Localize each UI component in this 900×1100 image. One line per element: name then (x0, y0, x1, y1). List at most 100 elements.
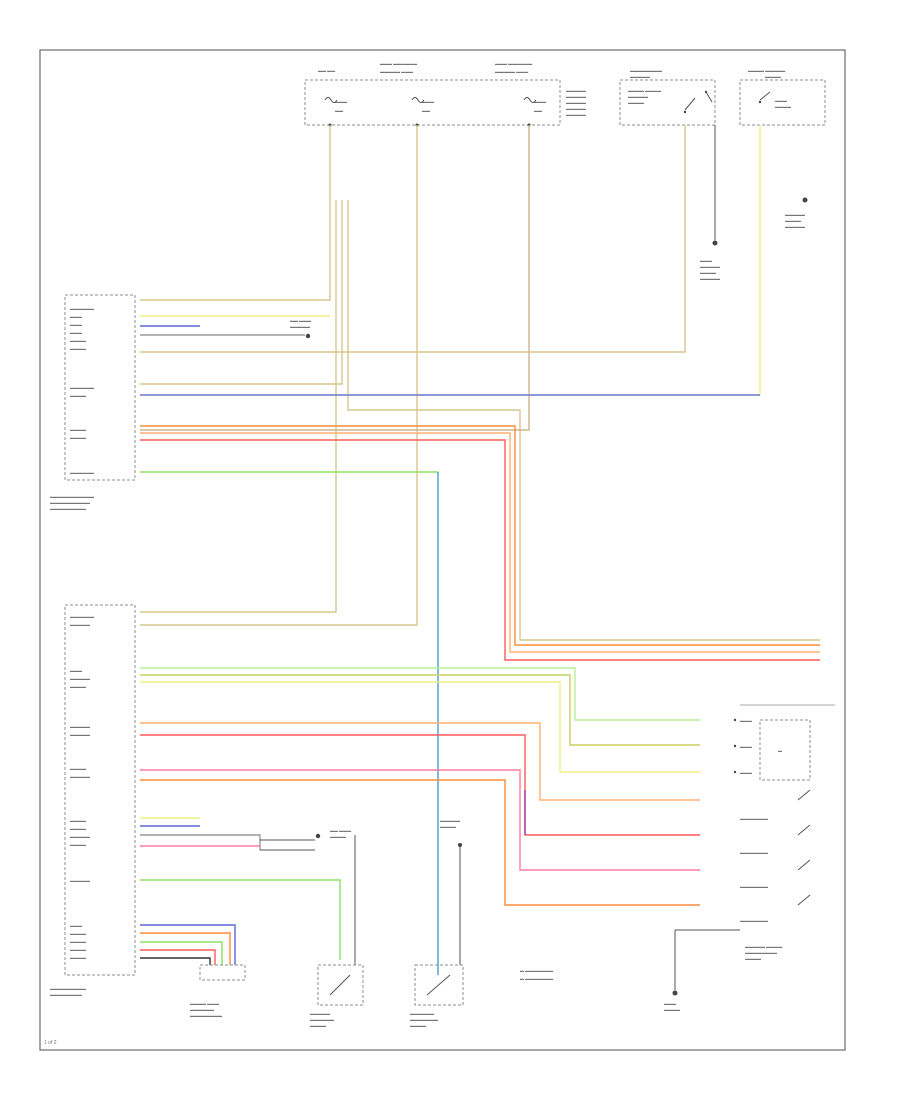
svg-text:▬▬ ▬▬▬: ▬▬ ▬▬▬ (330, 828, 351, 833)
svg-text:▬▬▬▬: ▬▬▬▬ (70, 766, 86, 771)
svg-text:▬▬▬▬ ▬▬▬▬: ▬▬▬▬ ▬▬▬▬ (628, 88, 661, 93)
svg-text:▬▬▬▬▬ ▬▬▬▬: ▬▬▬▬▬ ▬▬▬▬ (745, 944, 782, 949)
svg-text:▬▬▬: ▬▬▬ (70, 314, 82, 319)
svg-text:▬▬▬▬▬: ▬▬▬▬▬ (70, 676, 90, 681)
svg-text:▬▬▬: ▬▬▬ (422, 99, 434, 104)
svg-text:▬▬▬▬▬▬▬: ▬▬▬▬▬▬▬ (410, 1017, 438, 1022)
svg-text:▬▬▬▬▬: ▬▬▬▬▬ (630, 74, 650, 79)
svg-text:▬▬▬▬▬: ▬▬▬▬▬ (566, 112, 586, 117)
svg-text:▬▬▬▬: ▬▬▬▬ (745, 956, 761, 961)
switch-block-right: ▬ ▬▬▬ ▬▬▬ ▬▬▬ ▬▬▬▬▬▬▬ ▬▬▬▬▬▬▬ ▬▬▬▬▬▬▬ ▬▬… (733, 704, 835, 961)
svg-text:▬▬▬▬▬: ▬▬▬▬▬ (70, 724, 90, 729)
svg-text:▬▬▬▬▬▬▬: ▬▬▬▬▬▬▬ (740, 884, 768, 889)
svg-text:▬▬▬▬▬▬: ▬▬▬▬▬▬ (310, 1017, 334, 1022)
svg-text:▬▬▬▬: ▬▬▬▬ (70, 338, 86, 343)
svg-text:▬▬▬▬▬: ▬▬▬▬▬ (70, 834, 90, 839)
svg-text:▬▬▬▬▬: ▬▬▬▬▬ (70, 774, 90, 779)
svg-text:▬▬▬▬ ▬▬▬: ▬▬▬▬ ▬▬▬ (190, 1001, 219, 1006)
svg-text:▬▬▬▬▬: ▬▬▬▬▬ (566, 94, 586, 99)
svg-text:▬▬▬▬▬: ▬▬▬▬▬ (70, 878, 90, 883)
svg-text:▬▬▬▬▬: ▬▬▬▬▬ (440, 818, 460, 823)
svg-text:▬▬▬▬▬▬: ▬▬▬▬▬▬ (70, 470, 94, 475)
svg-text:▬▬▬▬▬▬: ▬▬▬▬▬▬ (410, 1011, 434, 1016)
svg-text:▬▬▬▬▬▬: ▬▬▬▬▬▬ (70, 614, 94, 619)
svg-text:▬▬▬▬: ▬▬▬▬ (70, 931, 86, 936)
svg-text:▬▬▬▬▬▬▬: ▬▬▬▬▬▬▬ (740, 816, 768, 821)
ground-symbol-2: ▬▬ ▬▬▬ ▬▬▬▬ (315, 828, 351, 839)
svg-text:▬▬▬▬: ▬▬▬▬ (440, 824, 456, 829)
svg-text:▬▬▬▬▬▬: ▬▬▬▬▬▬ (70, 306, 94, 311)
relay-box-top: ▬▬▬▬▬▬▬▬ ▬▬▬▬▬ ▬▬▬▬ ▬▬▬▬ ▬▬▬▬▬ ▬▬▬▬ ▬▬▬▬… (619, 68, 826, 126)
diagram-border (39, 49, 846, 1051)
svg-text:▬▬▬▬▬ ▬▬▬: ▬▬▬▬▬ ▬▬▬ (380, 69, 413, 74)
svg-text:▬▬▬▬▬: ▬▬▬▬▬ (700, 264, 720, 269)
wires (140, 125, 820, 990)
legend-notes: ▬ ▬▬▬▬▬▬▬ ▬ ▬▬▬▬▬▬▬ (520, 968, 553, 981)
svg-text:▬▬▬▬▬▬▬▬: ▬▬▬▬▬▬▬▬ (630, 68, 662, 73)
page-indicator: 1 of 2 (44, 1040, 57, 1046)
svg-text:▬▬▬▬: ▬▬▬▬ (775, 104, 791, 109)
svg-text:▬▬▬▬▬▬▬: ▬▬▬▬▬▬▬ (740, 918, 768, 923)
svg-text:▬▬▬▬: ▬▬▬▬ (664, 1007, 680, 1012)
svg-text:▬▬▬▬: ▬▬▬▬ (70, 939, 86, 944)
svg-text:▬▬▬▬▬▬: ▬▬▬▬▬▬ (190, 1007, 214, 1012)
svg-text:▬▬▬ ▬▬▬▬▬▬: ▬▬▬ ▬▬▬▬▬▬ (380, 61, 417, 66)
svg-text:▬▬▬▬: ▬▬▬▬ (70, 684, 86, 689)
svg-text:▬▬▬: ▬▬▬ (700, 258, 712, 263)
svg-text:▬▬▬▬: ▬▬▬▬ (70, 435, 86, 440)
svg-text:▬▬▬▬: ▬▬▬▬ (330, 834, 346, 839)
svg-text:▬▬▬: ▬▬▬ (70, 322, 82, 327)
svg-text:▬▬▬▬: ▬▬▬▬ (70, 947, 86, 952)
lower-connector: ▬▬▬▬ ▬▬▬ ▬▬▬▬▬▬ ▬▬▬▬▬▬▬▬ (190, 964, 246, 1018)
svg-text:▬▬▬▬▬▬: ▬▬▬▬▬▬ (70, 385, 94, 390)
svg-text:▬▬▬▬: ▬▬▬▬ (628, 100, 644, 105)
svg-text:▬▬▬: ▬▬▬ (335, 99, 347, 104)
svg-text:▬▬▬▬▬: ▬▬▬▬▬ (310, 1011, 330, 1016)
svg-text:▬▬▬▬▬▬▬▬▬▬▬: ▬▬▬▬▬▬▬▬▬▬▬ (50, 494, 94, 499)
ground-symbol-1: ▬▬ ▬▬▬ ▬▬▬▬▬ (290, 318, 311, 339)
svg-text:▬▬▬▬▬: ▬▬▬▬▬ (70, 622, 90, 627)
svg-text:▬▬▬▬▬▬▬▬: ▬▬▬▬▬▬▬▬ (190, 1013, 222, 1018)
svg-text:▬▬▬▬▬: ▬▬▬▬▬ (785, 224, 805, 229)
svg-text:▬▬▬: ▬▬▬ (740, 744, 752, 749)
svg-text:▬▬▬▬▬: ▬▬▬▬▬ (700, 276, 720, 281)
svg-text:▬▬▬: ▬▬▬ (740, 770, 752, 775)
svg-text:▬▬▬▬: ▬▬▬▬ (70, 955, 86, 960)
svg-text:▬▬▬▬▬▬▬▬▬▬: ▬▬▬▬▬▬▬▬▬▬ (50, 500, 90, 505)
svg-text:▬▬▬▬▬: ▬▬▬▬▬ (785, 212, 805, 217)
svg-text:▬▬ ▬▬▬: ▬▬ ▬▬▬ (290, 318, 311, 323)
svg-text:▬▬▬: ▬▬▬ (740, 718, 752, 723)
svg-text:▬▬▬▬: ▬▬▬▬ (70, 427, 86, 432)
ground-top-right: ▬▬▬ ▬▬▬▬▬ ▬▬▬▬ ▬▬▬▬▬ ▬▬▬▬▬ ▬▬▬▬ ▬▬▬▬▬ (700, 125, 808, 281)
ground-symbol-4: ▬▬▬▬▬ ▬▬▬▬ (440, 818, 462, 847)
svg-text:▬▬▬▬▬▬▬: ▬▬▬▬▬▬▬ (740, 850, 768, 855)
control-module-lower: ▬▬▬▬▬▬ ▬▬▬▬▬ ▬▬▬ ▬▬▬▬▬ ▬▬▬▬ ▬▬▬▬▬ ▬▬▬▬▬ … (50, 604, 136, 997)
lower-switch-1: ▬▬▬▬▬ ▬▬▬▬▬▬ ▬▬▬▬ (310, 964, 364, 1028)
svg-text:▬▬: ▬▬ (534, 108, 542, 113)
svg-text:▬▬▬: ▬▬▬ (775, 98, 787, 103)
svg-text:▬▬: ▬▬ (335, 108, 343, 113)
svg-text:▬▬▬ ▬▬▬▬▬▬: ▬▬▬ ▬▬▬▬▬▬ (495, 61, 532, 66)
svg-text:▬▬▬: ▬▬▬ (664, 1001, 676, 1006)
svg-text:▬: ▬ (778, 748, 782, 753)
svg-text:▬▬▬▬: ▬▬▬▬ (310, 1023, 326, 1028)
svg-text:▬▬▬▬▬▬▬▬: ▬▬▬▬▬▬▬▬ (745, 950, 777, 955)
svg-text:▬ ▬▬▬▬▬▬▬: ▬ ▬▬▬▬▬▬▬ (520, 968, 553, 973)
svg-text:▬▬▬▬▬: ▬▬▬▬▬ (70, 732, 90, 737)
svg-text:▬▬▬▬▬: ▬▬▬▬▬ (628, 94, 648, 99)
svg-text:▬▬▬▬▬: ▬▬▬▬▬ (566, 100, 586, 105)
ground-symbol-3: ▬▬▬ ▬▬▬▬ (664, 990, 680, 1012)
svg-text:▬▬▬▬: ▬▬▬▬ (70, 393, 86, 398)
svg-text:▬▬▬: ▬▬▬ (70, 330, 82, 335)
svg-text:▬▬▬▬: ▬▬▬▬ (70, 826, 86, 831)
svg-text:▬▬▬▬: ▬▬▬▬ (700, 270, 716, 275)
svg-text:▬▬ ▬▬: ▬▬ ▬▬ (318, 68, 335, 73)
svg-text:▬▬▬: ▬▬▬ (70, 668, 82, 673)
svg-text:▬▬▬: ▬▬▬ (534, 99, 546, 104)
svg-text:▬▬▬▬: ▬▬▬▬ (785, 218, 801, 223)
svg-text:▬▬▬▬: ▬▬▬▬ (765, 74, 781, 79)
lower-switch-2: ▬▬▬▬▬▬ ▬▬▬▬▬▬▬ ▬▬▬▬ (410, 964, 464, 1028)
svg-text:▬▬▬▬▬: ▬▬▬▬▬ (566, 106, 586, 111)
svg-text:▬▬▬▬▬: ▬▬▬▬▬ (566, 88, 586, 93)
